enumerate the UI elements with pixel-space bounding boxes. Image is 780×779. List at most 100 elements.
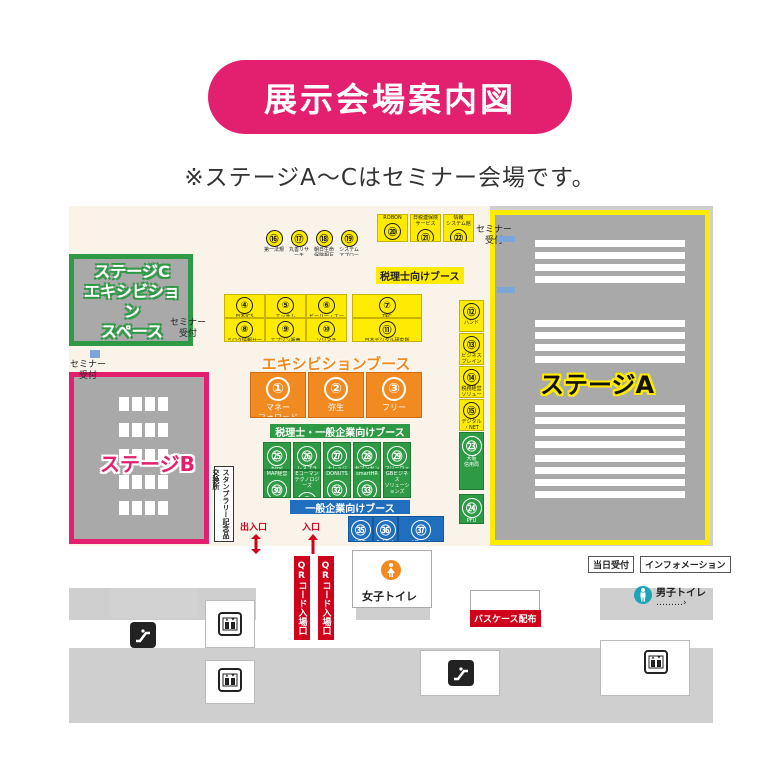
- booth-number: ㉜: [327, 480, 347, 497]
- seat-row: [535, 467, 685, 474]
- booth-number: ⑮: [463, 402, 480, 419]
- booth-name: 弥生: [328, 403, 344, 412]
- seat-block: [158, 475, 168, 489]
- escalator-icon: [448, 660, 474, 686]
- escalator-icon: [130, 622, 156, 648]
- booth-name: ビジネス ブレイン コンサルタント: [461, 353, 482, 365]
- page-subtitle: ※ステージA〜Cはセミナー会場です。: [184, 165, 596, 191]
- booth-g2-1[interactable]: Eコーマン テクノロジーズ㉛: [293, 470, 321, 498]
- seat-row: [535, 441, 685, 448]
- booth-name: 大阪 信用局: [463, 456, 479, 468]
- booth-name: ソリマチ: [316, 338, 337, 342]
- seat-block: [132, 449, 142, 463]
- booth-number: ㉒: [450, 229, 467, 241]
- booth-number: ㉕: [267, 446, 287, 466]
- booth-number: ⑩: [318, 321, 335, 338]
- seat-block: [119, 397, 129, 411]
- booth-name: ビーリー・エー: [308, 314, 344, 318]
- entrance-arrow: [307, 534, 319, 554]
- information-desk[interactable]: インフォメーション: [640, 556, 731, 573]
- same-day-reception[interactable]: 当日受付: [588, 556, 635, 573]
- page-title: 展示会場案内図: [208, 60, 572, 134]
- seat-block: [132, 501, 142, 515]
- booth-number: ㉔: [461, 498, 482, 518]
- seat-row: [535, 491, 685, 498]
- seat-row: [535, 356, 685, 363]
- stamp-rally-exchange[interactable]: スタンプラリー記念品交換所: [212, 466, 234, 542]
- stage-c[interactable]: [69, 254, 193, 346]
- stage-a-label: ステージA: [540, 371, 655, 399]
- seat-block: [119, 449, 129, 463]
- booth-number: ㉙: [387, 446, 407, 466]
- exhibition-booth-label: エキシビションブース: [261, 355, 411, 373]
- booth-number: ⑤: [277, 297, 294, 314]
- booth-name: 朝日生命 保険相互会社: [313, 247, 334, 256]
- booth-g1-3[interactable]: ㉘セブンセンス マーケティング: [353, 442, 381, 470]
- seat-block: [132, 475, 142, 489]
- booth-number: ⑫: [463, 303, 480, 320]
- booth-g1-4[interactable]: ㉙フリーウェイ ジャパン: [383, 442, 411, 470]
- booth-bl-1[interactable]: ㊱Sublink ストレージ: [373, 516, 398, 542]
- general-booth-label: 一般企業向けブース: [290, 500, 410, 515]
- booth-bl-2[interactable]: ㊲J-Barrel: [398, 516, 444, 542]
- tax-booth-label: 税理士向けブース: [376, 267, 464, 284]
- booth-number: ⑭: [463, 369, 480, 386]
- booth-name: 税務経営 ソリュー ションズ: [461, 386, 482, 398]
- booth-number: ⑬: [463, 336, 480, 353]
- seat-row: [535, 429, 685, 436]
- stage-c-label-line1: ステージC: [94, 262, 170, 281]
- seat-row: [535, 264, 685, 271]
- seat-block: [119, 501, 129, 515]
- booth-name: TKC: [382, 314, 392, 318]
- qr-entrance-1[interactable]: QRコード入場口: [294, 556, 310, 640]
- bag-distribution[interactable]: バスケース配布: [470, 610, 541, 627]
- booth-name: Sublink ストレージ: [374, 540, 397, 541]
- booth-name: ミロク情報サービス: [226, 338, 262, 342]
- booth-name: システム アプローチ: [338, 247, 359, 256]
- qr-entrance-2[interactable]: QRコード入場口: [318, 556, 334, 640]
- booth-r8-0[interactable]: ⑧ミロク情報サービス: [224, 318, 265, 342]
- booth-number: ㉛: [297, 492, 317, 497]
- booth-number: ㉓: [461, 436, 482, 456]
- seat-row: [535, 344, 685, 351]
- booth-number: ③: [382, 377, 406, 401]
- stage-c-label: ステージC エキシビション スペース: [80, 262, 184, 342]
- booth-name: ハンド: [463, 320, 479, 326]
- booth-number: ④: [236, 297, 253, 314]
- booth-bl-0[interactable]: ㉟LINE WORKS: [348, 516, 373, 542]
- booth-number: ⑯: [265, 230, 283, 247]
- booth-name: PFU: [466, 518, 477, 524]
- elevator-room: [205, 600, 255, 648]
- booth-number: ㊱: [375, 520, 396, 540]
- booth-g2-4[interactable]: GBビジネス ソリューションズ㉞: [383, 470, 411, 498]
